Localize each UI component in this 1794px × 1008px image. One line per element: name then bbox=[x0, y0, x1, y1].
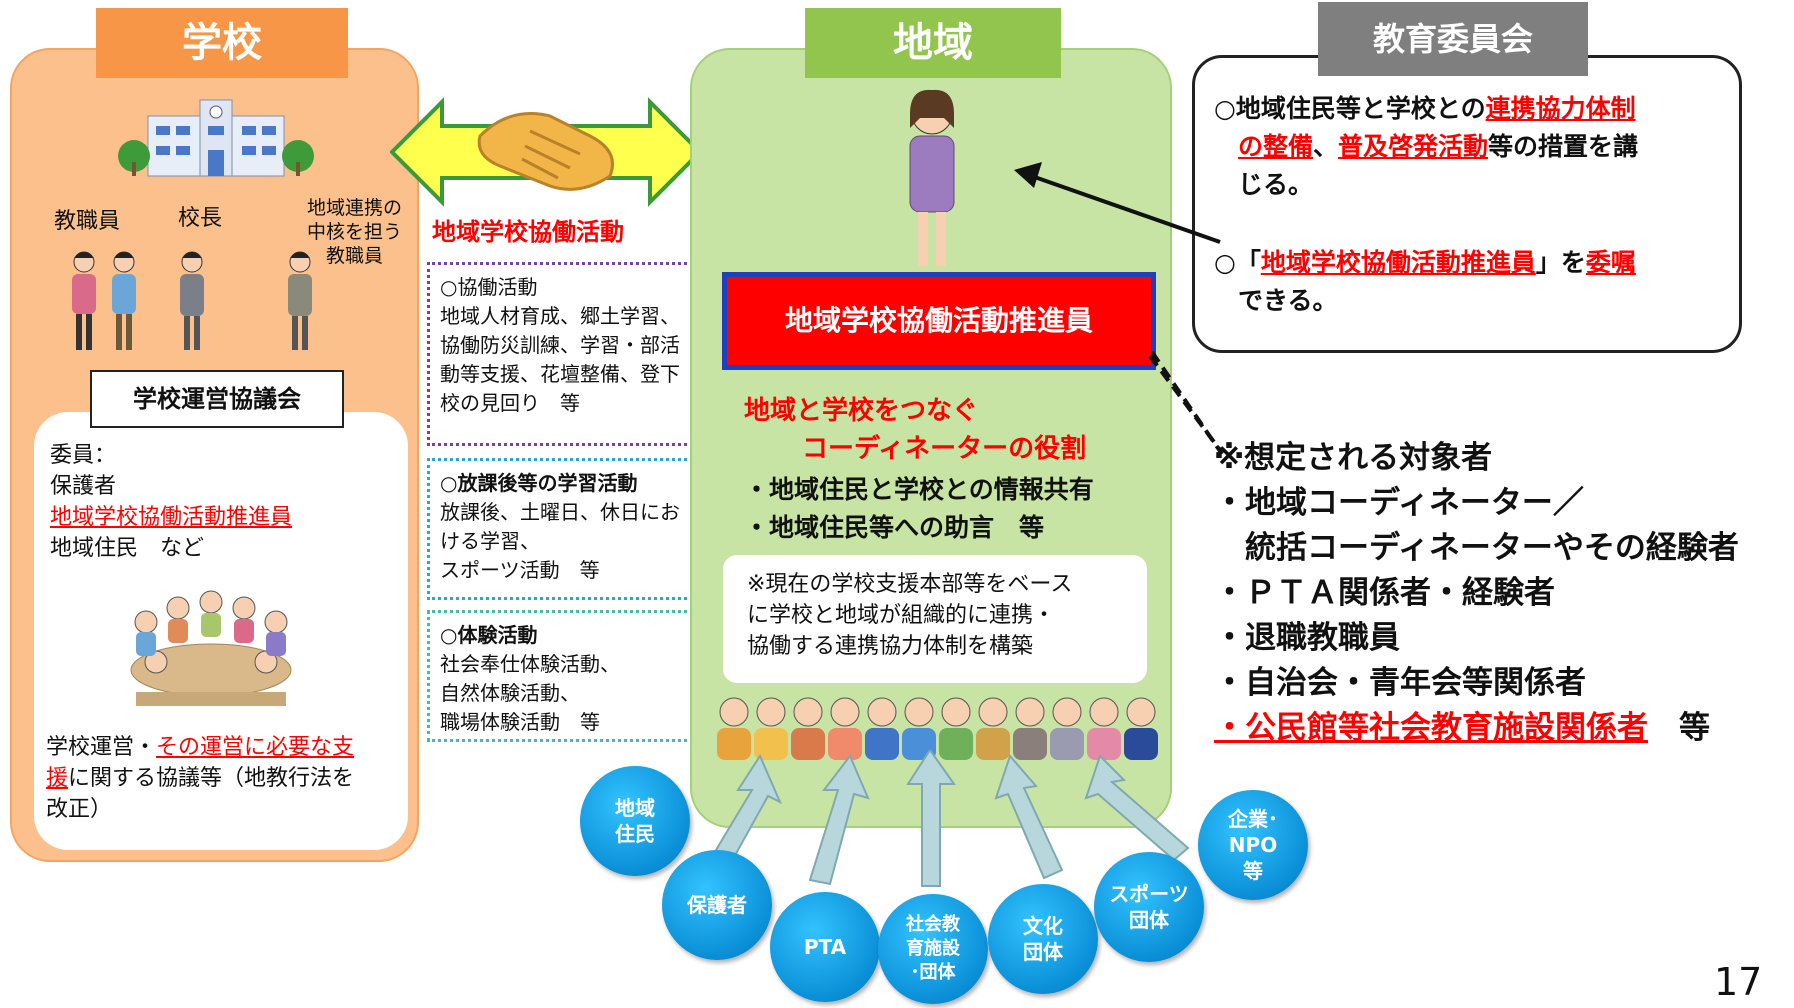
member-residents: 地域住民 など bbox=[50, 536, 205, 561]
council-members: 委員： 保護者 地域学校協働活動推進員 地域住民 など bbox=[50, 440, 292, 564]
staff-figures-icon bbox=[72, 251, 312, 350]
role-line-1: 地域と学校をつなぐ bbox=[744, 396, 979, 426]
group-arrows bbox=[708, 750, 1190, 887]
group-parents: 保護者 bbox=[662, 850, 772, 960]
coordinator-figure-icon bbox=[909, 89, 955, 266]
collab-box-experience: ○体験活動 社会奉仕体験活動、自然体験活動、職場体験活動 等 bbox=[427, 610, 705, 742]
group-culture: 文化団体 bbox=[988, 884, 1098, 994]
role-bullet-2: ・地域住民等への助言 等 bbox=[744, 513, 1045, 542]
collab-box3-title: ○体験活動 bbox=[440, 623, 538, 647]
region-title: 地域 bbox=[805, 8, 1061, 78]
group-sports: スポーツ団体 bbox=[1094, 852, 1204, 962]
board-paragraph-1: ○地域住民等と学校との連携協力体制 の整備、普及啓発活動等の措置を講 じる。 bbox=[1214, 94, 1639, 199]
page-number: 17 bbox=[1714, 960, 1763, 1004]
handshake-icon bbox=[477, 112, 614, 191]
board-title: 教育委員会 bbox=[1318, 2, 1588, 76]
collab-label: 地域学校協働活動 bbox=[432, 218, 624, 246]
school-building-icon bbox=[118, 99, 314, 177]
role-line-2: コーディネーターの役割 bbox=[802, 434, 1087, 464]
meeting-illustration bbox=[130, 590, 292, 706]
member-promoter: 地域学校協働活動推進員 bbox=[50, 505, 293, 530]
promoter-box: 地域学校協働活動推進員 bbox=[722, 272, 1156, 370]
collab-box2-title: ○放課後等の学習活動 bbox=[440, 471, 638, 495]
principal-label: 校長 bbox=[178, 206, 223, 231]
staff-label: 教職員 bbox=[54, 209, 121, 234]
council-description: 学校運営・その運営に必要な支 援に関する協議等（地教行法を 改正） bbox=[46, 735, 355, 822]
board-paragraph-2: ○「地域学校協働活動推進員」を委嘱 できる。 bbox=[1214, 248, 1636, 315]
role-bullet-1: ・地域住民と学校との情報共有 bbox=[744, 475, 1094, 504]
community-people-illustration bbox=[717, 697, 1158, 760]
council-label: 学校運営協議会 bbox=[90, 370, 344, 428]
collab-box-activities: ○協働活動 地域人材育成、郷土学習、協働防災訓練、学習・部活 動等支援、花壇整備… bbox=[427, 262, 705, 446]
collab-box1-title: ○協働活動 bbox=[440, 275, 538, 299]
school-title: 学校 bbox=[96, 8, 348, 78]
dashed-connector bbox=[1150, 350, 1224, 456]
region-note-box: ※現在の学校支援本部等をベースに学校と地域が組織的に連携・協働する連携協力体制を… bbox=[723, 555, 1147, 683]
group-social-education: 社会教育施設･団体 bbox=[878, 894, 988, 1004]
group-residents: 地域住民 bbox=[580, 766, 690, 876]
collab-box-afterschool: ○放課後等の学習活動 放課後、土曜日、休日における学習、スポーツ活動 等 bbox=[427, 458, 705, 600]
targets-list: ※想定される対象者 ・地域コーディネーター／ 統括コーディネーターやその経験者 … bbox=[1214, 436, 1739, 751]
core-staff-label: 地域連携の 中核を担う 教職員 bbox=[307, 197, 403, 267]
members-heading: 委員： bbox=[50, 443, 117, 468]
targets-heading: ※想定される対象者 bbox=[1214, 440, 1493, 476]
board-panel bbox=[1192, 55, 1742, 353]
group-pta: PTA bbox=[770, 892, 880, 1002]
member-parents: 保護者 bbox=[50, 474, 117, 499]
